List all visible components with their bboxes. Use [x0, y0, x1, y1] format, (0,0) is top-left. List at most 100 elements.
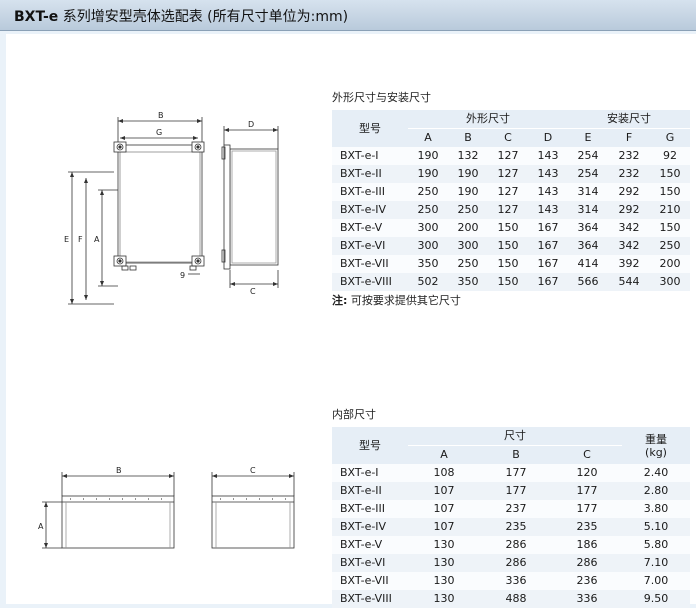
value-cell: 232 [608, 165, 650, 183]
header-size: 尺寸 [408, 427, 622, 446]
value-cell: 566 [568, 273, 608, 291]
value-cell: 314 [568, 183, 608, 201]
value-cell: 130 [408, 536, 480, 554]
value-cell: 7.10 [622, 554, 690, 572]
value-cell: 235 [480, 518, 552, 536]
value-cell: 342 [608, 237, 650, 255]
value-cell: 167 [528, 219, 568, 237]
value-cell: 236 [552, 572, 622, 590]
value-cell: 150 [488, 237, 528, 255]
value-cell: 130 [408, 590, 480, 608]
value-cell: 414 [568, 255, 608, 273]
value-cell: 286 [552, 554, 622, 572]
value-cell: 350 [408, 255, 448, 273]
column-header-g: G [650, 128, 690, 147]
model-cell: BXT-e-VII [332, 255, 408, 273]
column-header-b: B [480, 445, 552, 464]
value-cell: 127 [488, 201, 528, 219]
value-cell: 167 [528, 273, 568, 291]
dim-label-b: B [158, 112, 164, 120]
value-cell: 190 [408, 147, 448, 165]
value-cell: 127 [488, 147, 528, 165]
value-cell: 130 [408, 554, 480, 572]
value-cell: 250 [650, 237, 690, 255]
value-cell: 254 [568, 147, 608, 165]
value-cell: 350 [448, 273, 488, 291]
value-cell: 2.40 [622, 464, 690, 482]
value-cell: 167 [528, 237, 568, 255]
header-install-size: 安装尺寸 [568, 110, 690, 129]
value-cell: 235 [552, 518, 622, 536]
column-header-e: E [568, 128, 608, 147]
dim-label-f: F [78, 235, 83, 244]
model-cell: BXT-e-IV [332, 518, 408, 536]
value-cell: 5.10 [622, 518, 690, 536]
value-cell: 2.80 [622, 482, 690, 500]
content-panel: B G D E F A C 9 外形尺寸与安装尺寸 型号 外形尺寸 安装尺寸 A… [6, 34, 696, 608]
value-cell: 150 [650, 165, 690, 183]
value-cell: 177 [552, 482, 622, 500]
value-cell: 177 [480, 464, 552, 482]
value-cell: 502 [408, 273, 448, 291]
value-cell: 107 [408, 500, 480, 518]
value-cell: 150 [488, 273, 528, 291]
model-cell: BXT-e-III [332, 500, 408, 518]
dim-label-c: C [250, 287, 256, 296]
value-cell: 250 [448, 255, 488, 273]
value-cell: 92 [650, 147, 690, 165]
model-cell: BXT-e-VIII [332, 273, 408, 291]
dim-label-d: D [248, 120, 254, 129]
value-cell: 250 [448, 201, 488, 219]
model-cell: BXT-e-VII [332, 572, 408, 590]
title-description: 系列增安型壳体选配表 (所有尺寸单位为:mm) [58, 9, 349, 25]
value-cell: 143 [528, 165, 568, 183]
dim-label-a-internal: A [38, 522, 44, 531]
dim-label-9: 9 [180, 271, 185, 280]
column-header-d: D [528, 128, 568, 147]
value-cell: 286 [480, 554, 552, 572]
value-cell: 364 [568, 219, 608, 237]
value-cell: 314 [568, 201, 608, 219]
value-cell: 186 [552, 536, 622, 554]
value-cell: 150 [650, 183, 690, 201]
model-cell: BXT-e-VIII [332, 590, 408, 608]
header-weight: 重量(kg) [622, 427, 690, 464]
value-cell: 120 [552, 464, 622, 482]
value-cell: 107 [408, 482, 480, 500]
dim-label-g: G [156, 128, 162, 137]
value-cell: 292 [608, 183, 650, 201]
dim-label-c-internal: C [250, 466, 256, 475]
value-cell: 392 [608, 255, 650, 273]
value-cell: 364 [568, 237, 608, 255]
dim-label-a: A [94, 235, 100, 244]
column-header-a: A [408, 445, 480, 464]
value-cell: 7.00 [622, 572, 690, 590]
value-cell: 177 [552, 500, 622, 518]
value-cell: 127 [488, 165, 528, 183]
model-cell: BXT-e-II [332, 482, 408, 500]
enclosure-outline-drawing: B G D E F A C 9 [64, 112, 279, 305]
value-cell: 250 [408, 201, 448, 219]
column-header-f: F [608, 128, 650, 147]
value-cell: 177 [480, 482, 552, 500]
page-title: BXT-e 系列增安型壳体选配表 (所有尺寸单位为:mm) [14, 6, 348, 26]
value-cell: 250 [408, 183, 448, 201]
column-header-c: C [552, 445, 622, 464]
value-cell: 132 [448, 147, 488, 165]
model-cell: BXT-e-I [332, 464, 408, 482]
header-model: 型号 [332, 110, 408, 147]
value-cell: 167 [528, 255, 568, 273]
header-model-internal: 型号 [332, 427, 408, 464]
value-cell: 143 [528, 183, 568, 201]
